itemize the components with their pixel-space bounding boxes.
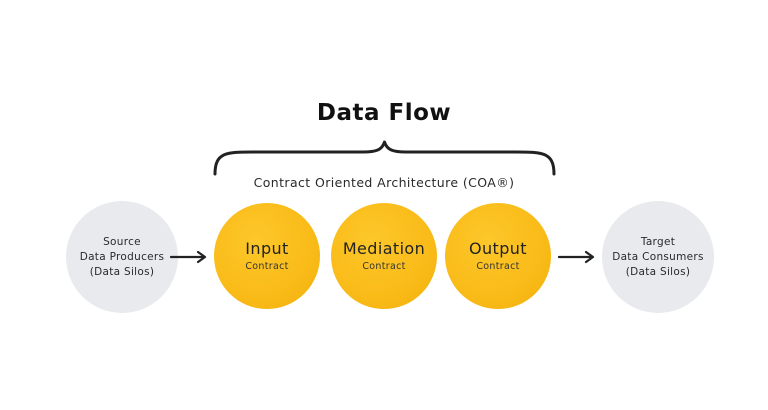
- input-contract-label: Input: [245, 238, 289, 258]
- target-node: Target Data Consumers (Data Silos): [602, 201, 714, 313]
- output-contract-sublabel: Contract: [476, 260, 520, 272]
- source-producers-label: Data Producers: [79, 250, 165, 263]
- mediation-contract-sublabel: Contract: [362, 260, 406, 272]
- arrow-right-icon: [170, 250, 207, 264]
- diagram-title: Data Flow: [316, 100, 452, 126]
- input-contract-node: Input Contract: [214, 203, 320, 309]
- target-consumers-label: Data Consumers: [612, 250, 704, 263]
- target-silos-label: (Data Silos): [625, 265, 691, 278]
- output-contract-node: Output Contract: [445, 203, 551, 309]
- output-contract-label: Output: [469, 238, 527, 258]
- curly-brace: [213, 140, 556, 176]
- mediation-contract-label: Mediation: [342, 238, 426, 258]
- source-silos-label: (Data Silos): [89, 265, 155, 278]
- input-contract-sublabel: Contract: [245, 260, 289, 272]
- arrow-right-icon: [558, 250, 595, 264]
- source-label: Source: [103, 235, 141, 248]
- source-node: Source Data Producers (Data Silos): [66, 201, 178, 313]
- diagram-subtitle: Contract Oriented Architecture (COA®): [253, 175, 515, 190]
- target-label: Target: [640, 235, 676, 248]
- mediation-contract-node: Mediation Contract: [331, 203, 437, 309]
